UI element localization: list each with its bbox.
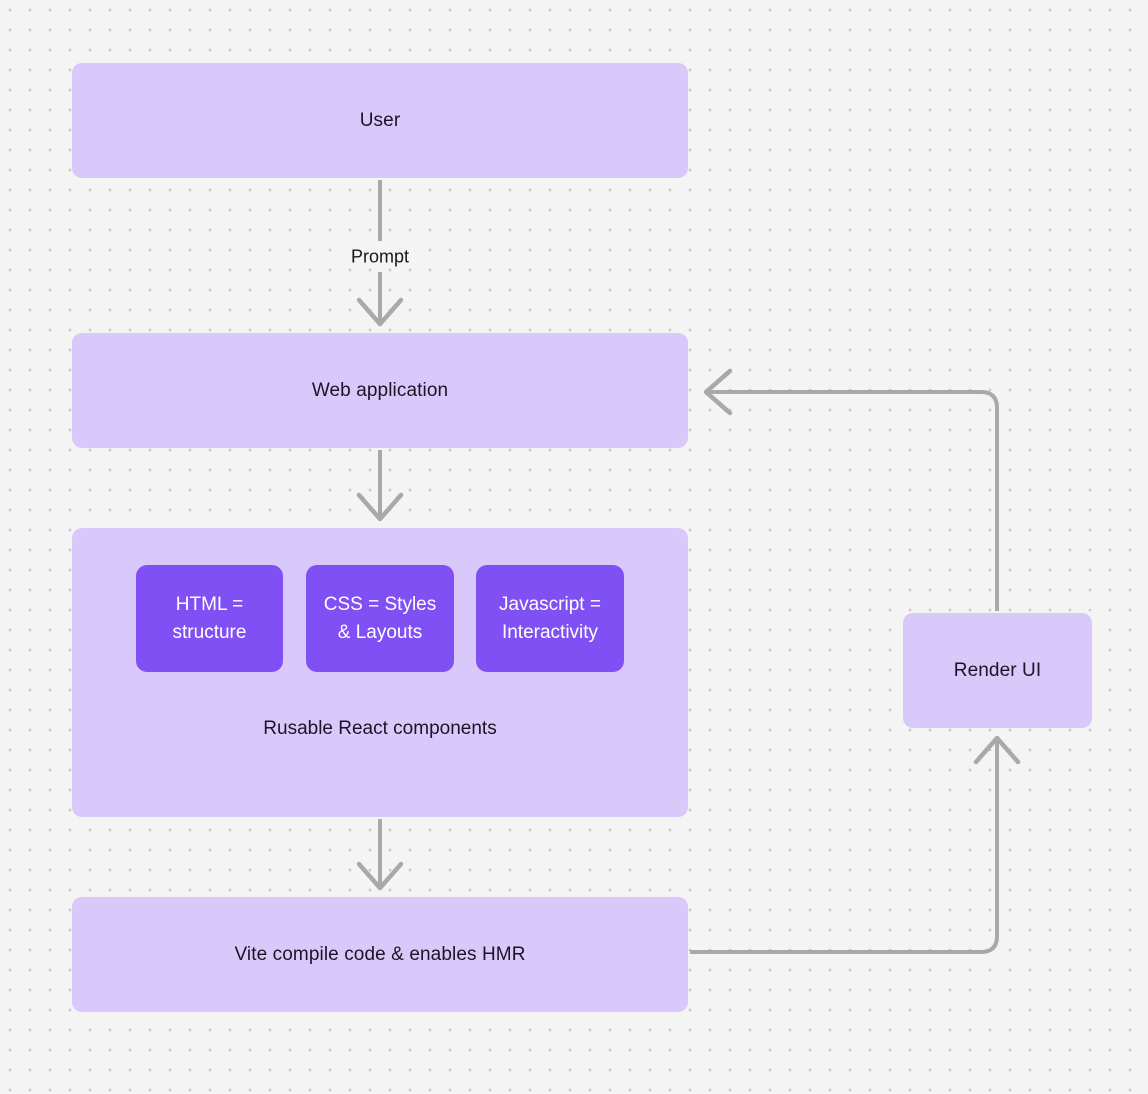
node-render-ui[interactable]: Render UI [903,613,1092,728]
node-javascript-label: Javascript = Interactivity [499,591,601,647]
edge-web-to-components [356,450,404,522]
node-components-group[interactable]: HTML = structure CSS = Styles & Layouts Ja… [72,528,688,817]
node-javascript[interactable]: Javascript = Interactivity [476,565,624,672]
node-css[interactable]: CSS = Styles & Layouts [306,565,454,672]
node-components-group-caption: Rusable React components [263,718,497,739]
node-user[interactable]: User [72,63,688,178]
node-vite-label: Vite compile code & enables HMR [234,943,526,965]
node-css-line1: CSS = Styles [323,593,437,615]
edge-components-to-vite [356,819,404,891]
edge-vite-to-render [690,735,1021,954]
node-html[interactable]: HTML = structure [136,565,283,672]
node-vite[interactable]: Vite compile code & enables HMR [72,897,688,1012]
node-javascript-line2: Interactivity [501,621,599,643]
node-web-application-label: Web application [311,379,449,401]
node-css-label: CSS = Styles & Layouts [324,591,436,647]
node-render-ui-label: Render UI [953,659,1042,681]
node-javascript-line1: Javascript = [499,593,601,615]
node-html-line2: structure [172,621,247,643]
node-html-label: HTML = structure [173,591,247,647]
edge-label-prompt: Prompt [345,245,415,269]
node-user-label: User [359,109,401,131]
edge-render-to-web [703,368,999,611]
node-web-application[interactable]: Web application [72,333,688,448]
node-css-line2: & Layouts [337,621,423,643]
node-html-line1: HTML = [175,593,244,615]
